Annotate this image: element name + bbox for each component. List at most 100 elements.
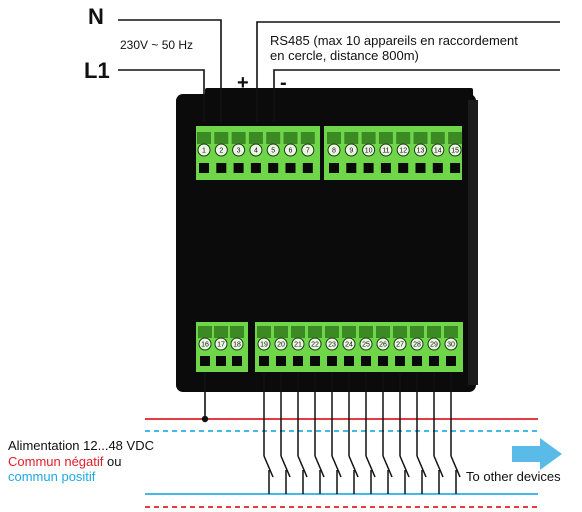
terminal-screw-top-right <box>344 143 358 157</box>
terminal-screw-bottom-right <box>427 337 441 351</box>
terminal-screw-top-left <box>232 143 246 157</box>
terminal-number-bottom-right: 24 <box>345 342 353 349</box>
terminal-opening-top-left <box>283 132 298 144</box>
terminal-slot-top-left <box>199 163 209 173</box>
terminal-opening-top-right <box>413 132 428 144</box>
terminal-opening-top-left <box>214 132 229 144</box>
terminal-screw-bottom-right <box>376 337 390 351</box>
terminal-screw-top-left <box>266 143 280 157</box>
terminal-opening-top-right <box>448 132 463 144</box>
terminal-opening-bottom-right <box>410 326 424 338</box>
terminal-opening-top-right <box>327 132 341 144</box>
supply-junction-dot <box>201 415 209 423</box>
terminal-screw-top-right <box>414 143 427 157</box>
terminal-slot-top-left <box>233 163 244 173</box>
terminal-screw-bottom-right <box>359 337 373 351</box>
terminal-number-bottom-right: 28 <box>413 342 421 349</box>
terminal-screw-top-right <box>396 143 410 157</box>
terminal-number-bottom-left: 17 <box>217 342 225 349</box>
terminal-opening-top-left <box>248 132 263 144</box>
terminal-number-top-left: 4 <box>254 148 258 155</box>
terminal-number-bottom-right: 20 <box>277 342 285 349</box>
terminal-number-bottom-right: 19 <box>260 342 268 349</box>
terminal-slot-top-left <box>302 163 313 173</box>
common-negative-row: Commun négatif ou <box>8 454 121 469</box>
neutral-label: N <box>88 4 104 29</box>
terminal-screw-top-left <box>197 143 211 157</box>
terminal-number-bottom-left: 16 <box>201 342 209 349</box>
terminal-screw-top-left <box>249 143 263 157</box>
terminal-slot-bottom-right <box>344 356 354 366</box>
terminal-screw-top-right <box>379 143 393 157</box>
terminal-opening-bottom-right <box>274 326 288 338</box>
terminal-number-top-right: 13 <box>417 148 425 155</box>
terminal-opening-top-right <box>344 132 359 144</box>
terminal-opening-bottom-right <box>291 326 305 338</box>
terminal-opening-bottom-left <box>198 326 212 338</box>
terminal-slot-top-right <box>380 163 391 173</box>
terminal-number-top-right: 15 <box>451 148 459 155</box>
terminal-screw-top-right <box>327 143 341 157</box>
common-positive-label: commun positif <box>8 469 96 484</box>
terminal-opening-top-left <box>300 132 315 144</box>
terminal-slot-top-left <box>216 163 227 173</box>
rs485-label-line2: en cercle, distance 800m) <box>270 48 419 63</box>
switch-contact <box>399 455 410 478</box>
terminal-opening-top-right <box>361 132 376 144</box>
switch-contact <box>280 455 291 478</box>
common-or-label: ou <box>103 454 122 469</box>
voltage-label: 230V ~ 50 Hz <box>120 38 194 52</box>
terminal-screw-bottom-right <box>342 337 356 351</box>
terminal-screw-bottom-right <box>257 337 271 351</box>
switch-contact <box>433 455 444 478</box>
terminal-slot-bottom-right <box>429 356 439 366</box>
terminal-slot-top-right <box>398 163 409 173</box>
terminal-opening-bottom-right <box>376 326 390 338</box>
terminal-slot-bottom-right <box>378 356 388 366</box>
terminal-slot-bottom-right <box>446 356 456 366</box>
terminal-number-bottom-right: 29 <box>430 342 438 349</box>
terminal-number-top-right: 8 <box>332 148 336 155</box>
terminal-slot-top-left <box>268 163 279 173</box>
terminal-screw-bottom-right <box>291 337 305 351</box>
terminal-number-top-left: 7 <box>306 148 310 155</box>
terminal-slot-bottom-right <box>276 356 286 366</box>
terminal-screw-bottom-right <box>393 337 407 351</box>
switch-contact <box>382 455 393 478</box>
terminal-number-top-left: 5 <box>271 148 275 155</box>
terminal-number-bottom-right: 30 <box>447 342 455 349</box>
terminal-screw-top-right <box>448 143 462 157</box>
terminal-slot-top-right <box>432 163 443 173</box>
terminal-slot-top-right <box>363 163 374 173</box>
terminal-number-bottom-right: 21 <box>294 342 302 349</box>
switch-contact <box>297 455 308 478</box>
terminal-number-top-left: 6 <box>289 148 293 155</box>
terminal-screw-bottom-right <box>325 337 339 351</box>
switch-contact <box>348 455 359 478</box>
terminal-opening-bottom-right <box>257 326 271 338</box>
terminal-slot-bottom-right <box>259 356 269 366</box>
switch-contact <box>416 455 427 478</box>
terminal-number-top-right: 11 <box>382 148 389 155</box>
terminal-slot-top-right <box>415 163 426 173</box>
minus-label: - <box>280 72 287 94</box>
plus-label: + <box>237 72 249 94</box>
terminal-number-top-right: 12 <box>399 148 407 155</box>
terminal-opening-bottom-right <box>427 326 441 338</box>
terminal-opening-bottom-left <box>214 326 228 338</box>
terminal-slot-top-right <box>450 163 461 173</box>
switch-contact <box>450 455 461 478</box>
terminal-opening-top-left <box>266 132 281 144</box>
switch-contact <box>365 455 376 478</box>
terminal-opening-top-left <box>231 132 246 144</box>
terminal-number-bottom-right: 26 <box>379 342 387 349</box>
terminal-number-top-right: 9 <box>349 148 353 155</box>
line-label: L1 <box>84 58 110 83</box>
terminal-screw-top-right <box>362 143 376 157</box>
terminal-opening-bottom-left <box>230 326 244 338</box>
device-top-ridge <box>205 88 473 98</box>
terminal-slot-bottom-left <box>200 356 210 366</box>
rs485-minus-wire <box>273 69 560 122</box>
terminal-slot-bottom-right <box>327 356 337 366</box>
terminal-screw-bottom-right <box>444 337 458 351</box>
